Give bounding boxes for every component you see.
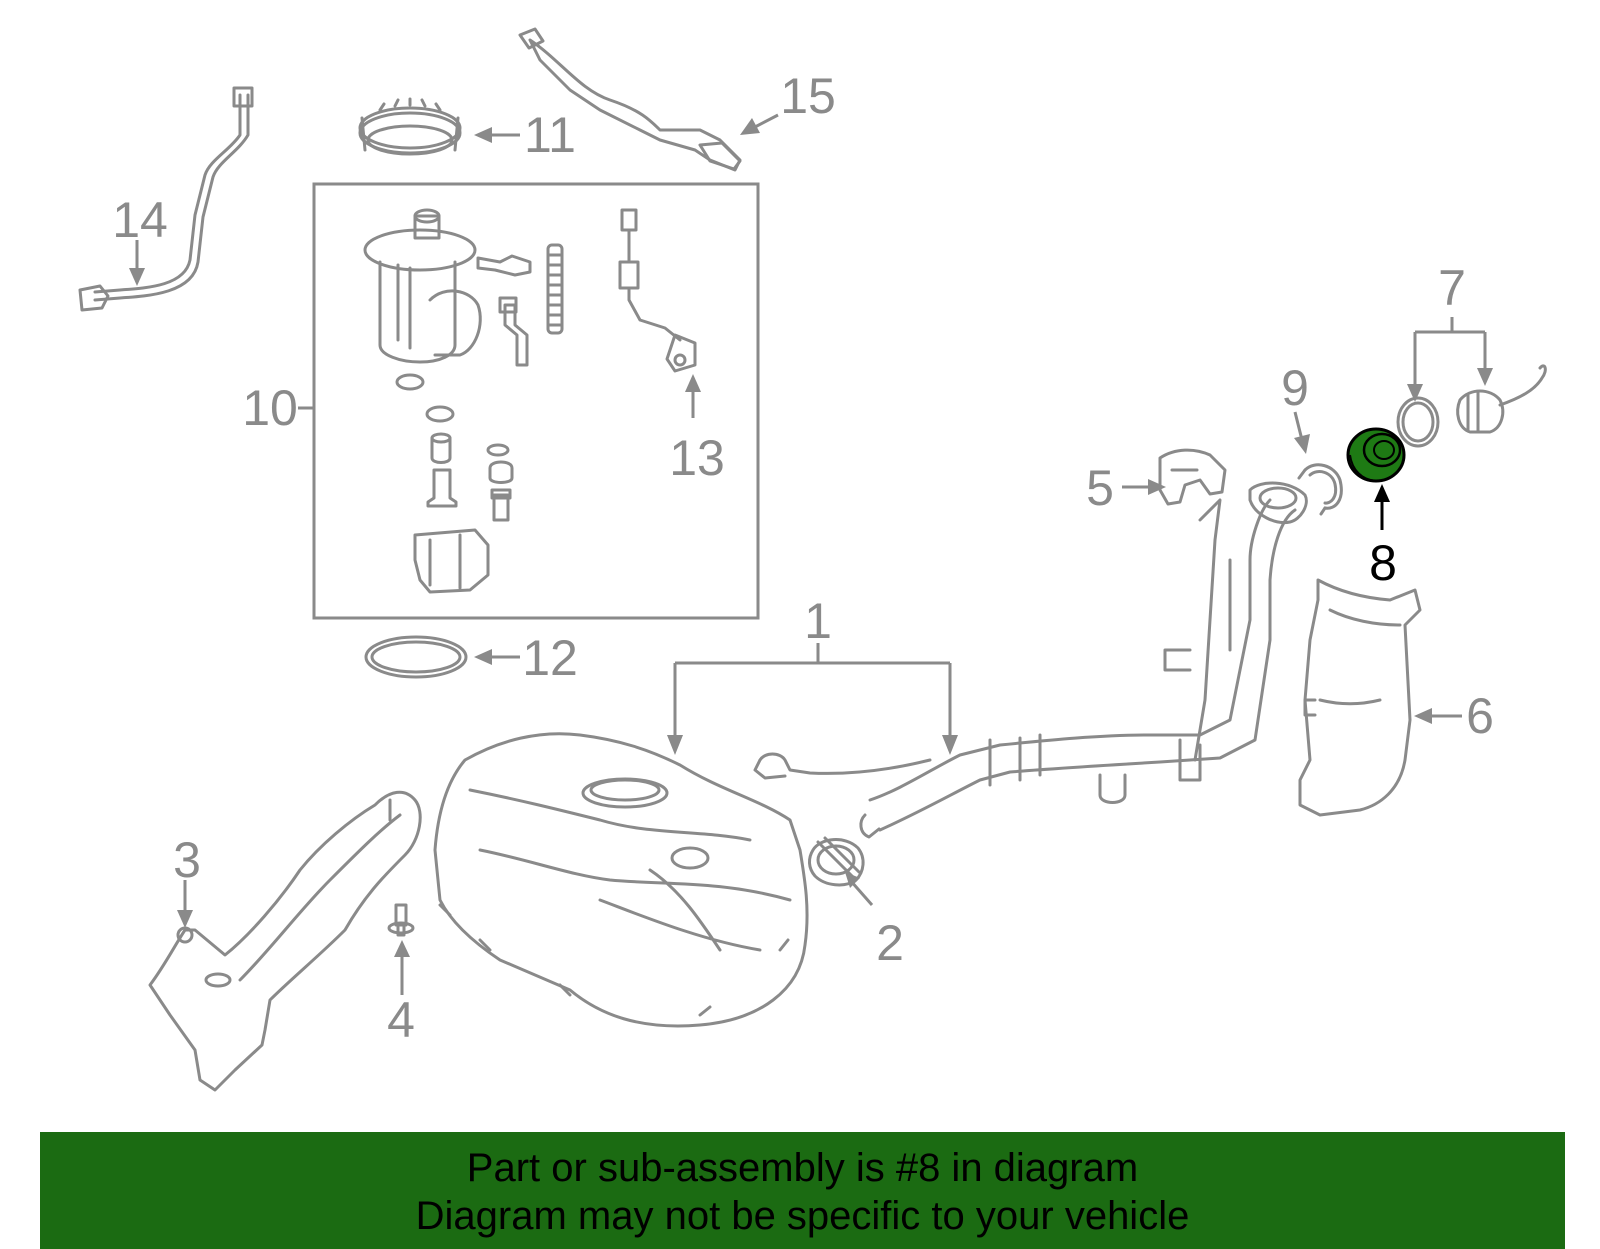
part-11-lock-ring <box>358 97 462 156</box>
part-4-bolt <box>387 903 415 937</box>
part-6-shield <box>1298 578 1422 817</box>
callout-11: 11 <box>524 107 576 163</box>
banner-line-1: Part or sub-assembly is #8 in diagram <box>466 1146 1139 1190</box>
part-3-shield <box>148 790 422 1092</box>
banner-line-2: Diagram may not be specific to your vehi… <box>415 1194 1190 1238</box>
callout-15: 15 <box>780 68 836 124</box>
part-14-wire <box>78 86 254 312</box>
callout-1: 1 <box>804 593 832 649</box>
filler-pipe-assembly <box>753 481 1308 839</box>
callout-3: 3 <box>173 832 201 888</box>
part-8-seal <box>1346 427 1406 483</box>
part-10-pump-module-box <box>312 182 760 620</box>
part-5-clip <box>1158 448 1227 506</box>
callout-9: 9 <box>1281 360 1309 416</box>
callout-2: 2 <box>876 915 904 971</box>
callout-13: 13 <box>669 430 725 486</box>
leader-lines <box>129 113 1493 995</box>
callout-5: 5 <box>1086 460 1114 516</box>
callout-12: 12 <box>522 630 578 686</box>
callout-4: 4 <box>387 992 415 1048</box>
part-15-hose <box>518 27 742 172</box>
part-7-fuel-cap <box>1396 364 1547 448</box>
part-9-ring <box>1297 463 1343 516</box>
part-1-fuel-tank <box>433 732 809 1028</box>
callout-14: 14 <box>112 192 168 248</box>
callout-6: 6 <box>1466 688 1494 744</box>
callout-10: 10 <box>242 380 298 436</box>
callout-7: 7 <box>1438 260 1466 316</box>
info-banner: Part or sub-assembly is #8 in diagram Di… <box>40 1132 1565 1249</box>
part-12-gasket <box>364 635 468 679</box>
callout-labels: 1 2 3 4 5 6 7 8 9 10 11 12 13 14 15 <box>112 68 1494 1048</box>
callout-8: 8 <box>1369 535 1397 591</box>
